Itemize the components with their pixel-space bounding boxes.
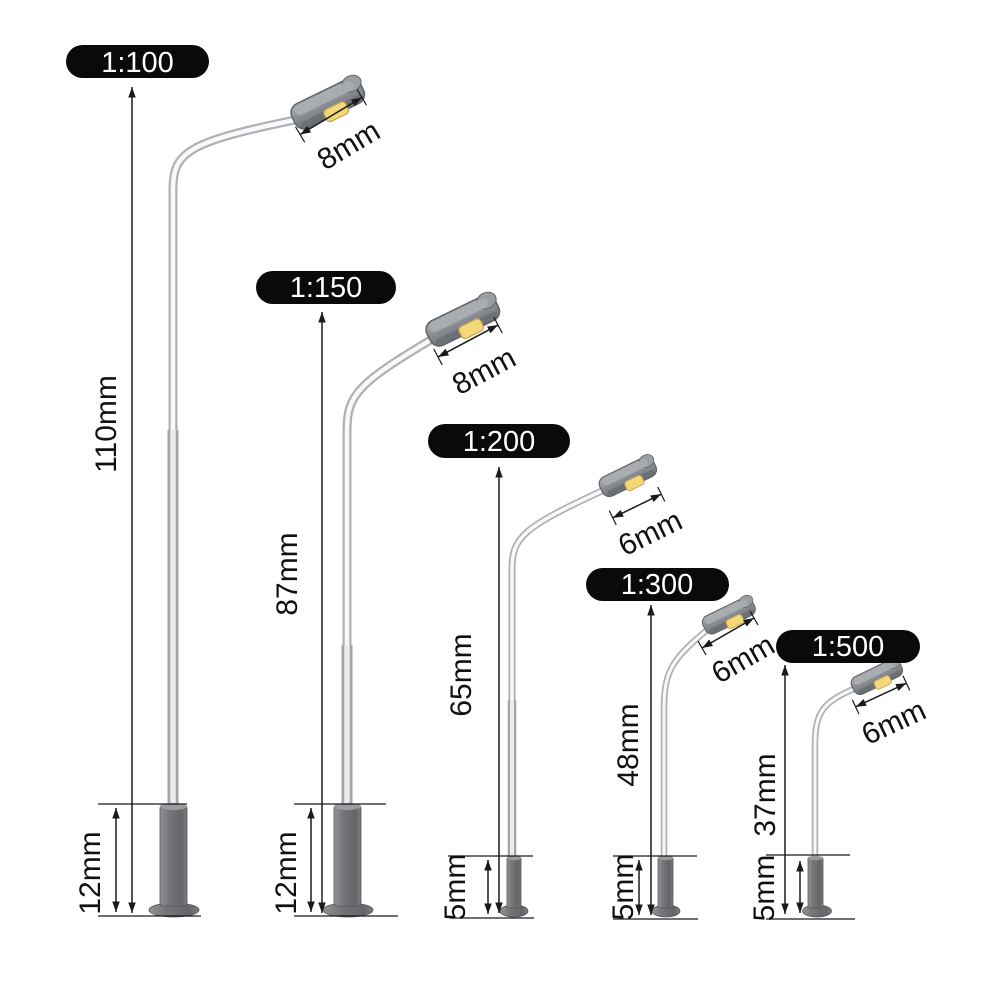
scale-badge-label: 1:200 xyxy=(463,426,536,458)
scale-badge-label: 1:150 xyxy=(290,272,363,304)
scale-badge-label: 1:500 xyxy=(812,631,885,663)
head-width-label: 8mm xyxy=(447,341,521,401)
lamp-pole xyxy=(342,334,437,805)
lamp-head xyxy=(595,451,663,503)
height-label: 65mm xyxy=(445,633,478,716)
base-height-label: 5mm xyxy=(607,854,640,921)
head-width-label: 6mm xyxy=(857,694,931,752)
scale-badge-label: 1:300 xyxy=(621,569,694,601)
lamp-group-1-150: 1:150 87mm 8mm 12mm xyxy=(256,271,521,918)
scale-badge xyxy=(66,45,209,78)
lamp-base xyxy=(802,855,832,918)
height-label: 110mm xyxy=(90,375,123,473)
lamp-group-1-100: 1:100 110mm 8mm 12mm xyxy=(66,45,386,918)
head-width-dimension: 6mm xyxy=(608,486,688,563)
scale-badge xyxy=(586,568,729,601)
lamp-base xyxy=(322,803,374,918)
base-height-label: 12mm xyxy=(270,831,303,914)
height-label: 48mm xyxy=(612,703,645,786)
lamp-base xyxy=(651,855,681,918)
scale-badge xyxy=(776,630,920,663)
lamp-base xyxy=(499,855,529,918)
base-height-label: 5mm xyxy=(748,855,781,922)
scale-badge-label: 1:100 xyxy=(101,47,174,79)
height-label: 87mm xyxy=(271,532,304,615)
lamp-pole xyxy=(508,486,606,857)
lamp-group-1-500: 1:500 37mm 6mm 5mm xyxy=(748,630,931,921)
scale-badge xyxy=(256,271,396,304)
base-height-label: 12mm xyxy=(74,831,107,914)
scale-badge xyxy=(428,424,570,458)
lamp-group-1-200: 1:200 65mm 6mm 5mm xyxy=(428,424,688,920)
lamp-pole xyxy=(168,114,301,805)
lamp-pole xyxy=(660,627,710,857)
lamp-base xyxy=(148,803,200,918)
base-height-label: 5mm xyxy=(439,854,472,921)
head-width-label: 8mm xyxy=(312,114,386,177)
height-label: 37mm xyxy=(749,753,782,836)
head-width-label: 6mm xyxy=(706,628,780,690)
